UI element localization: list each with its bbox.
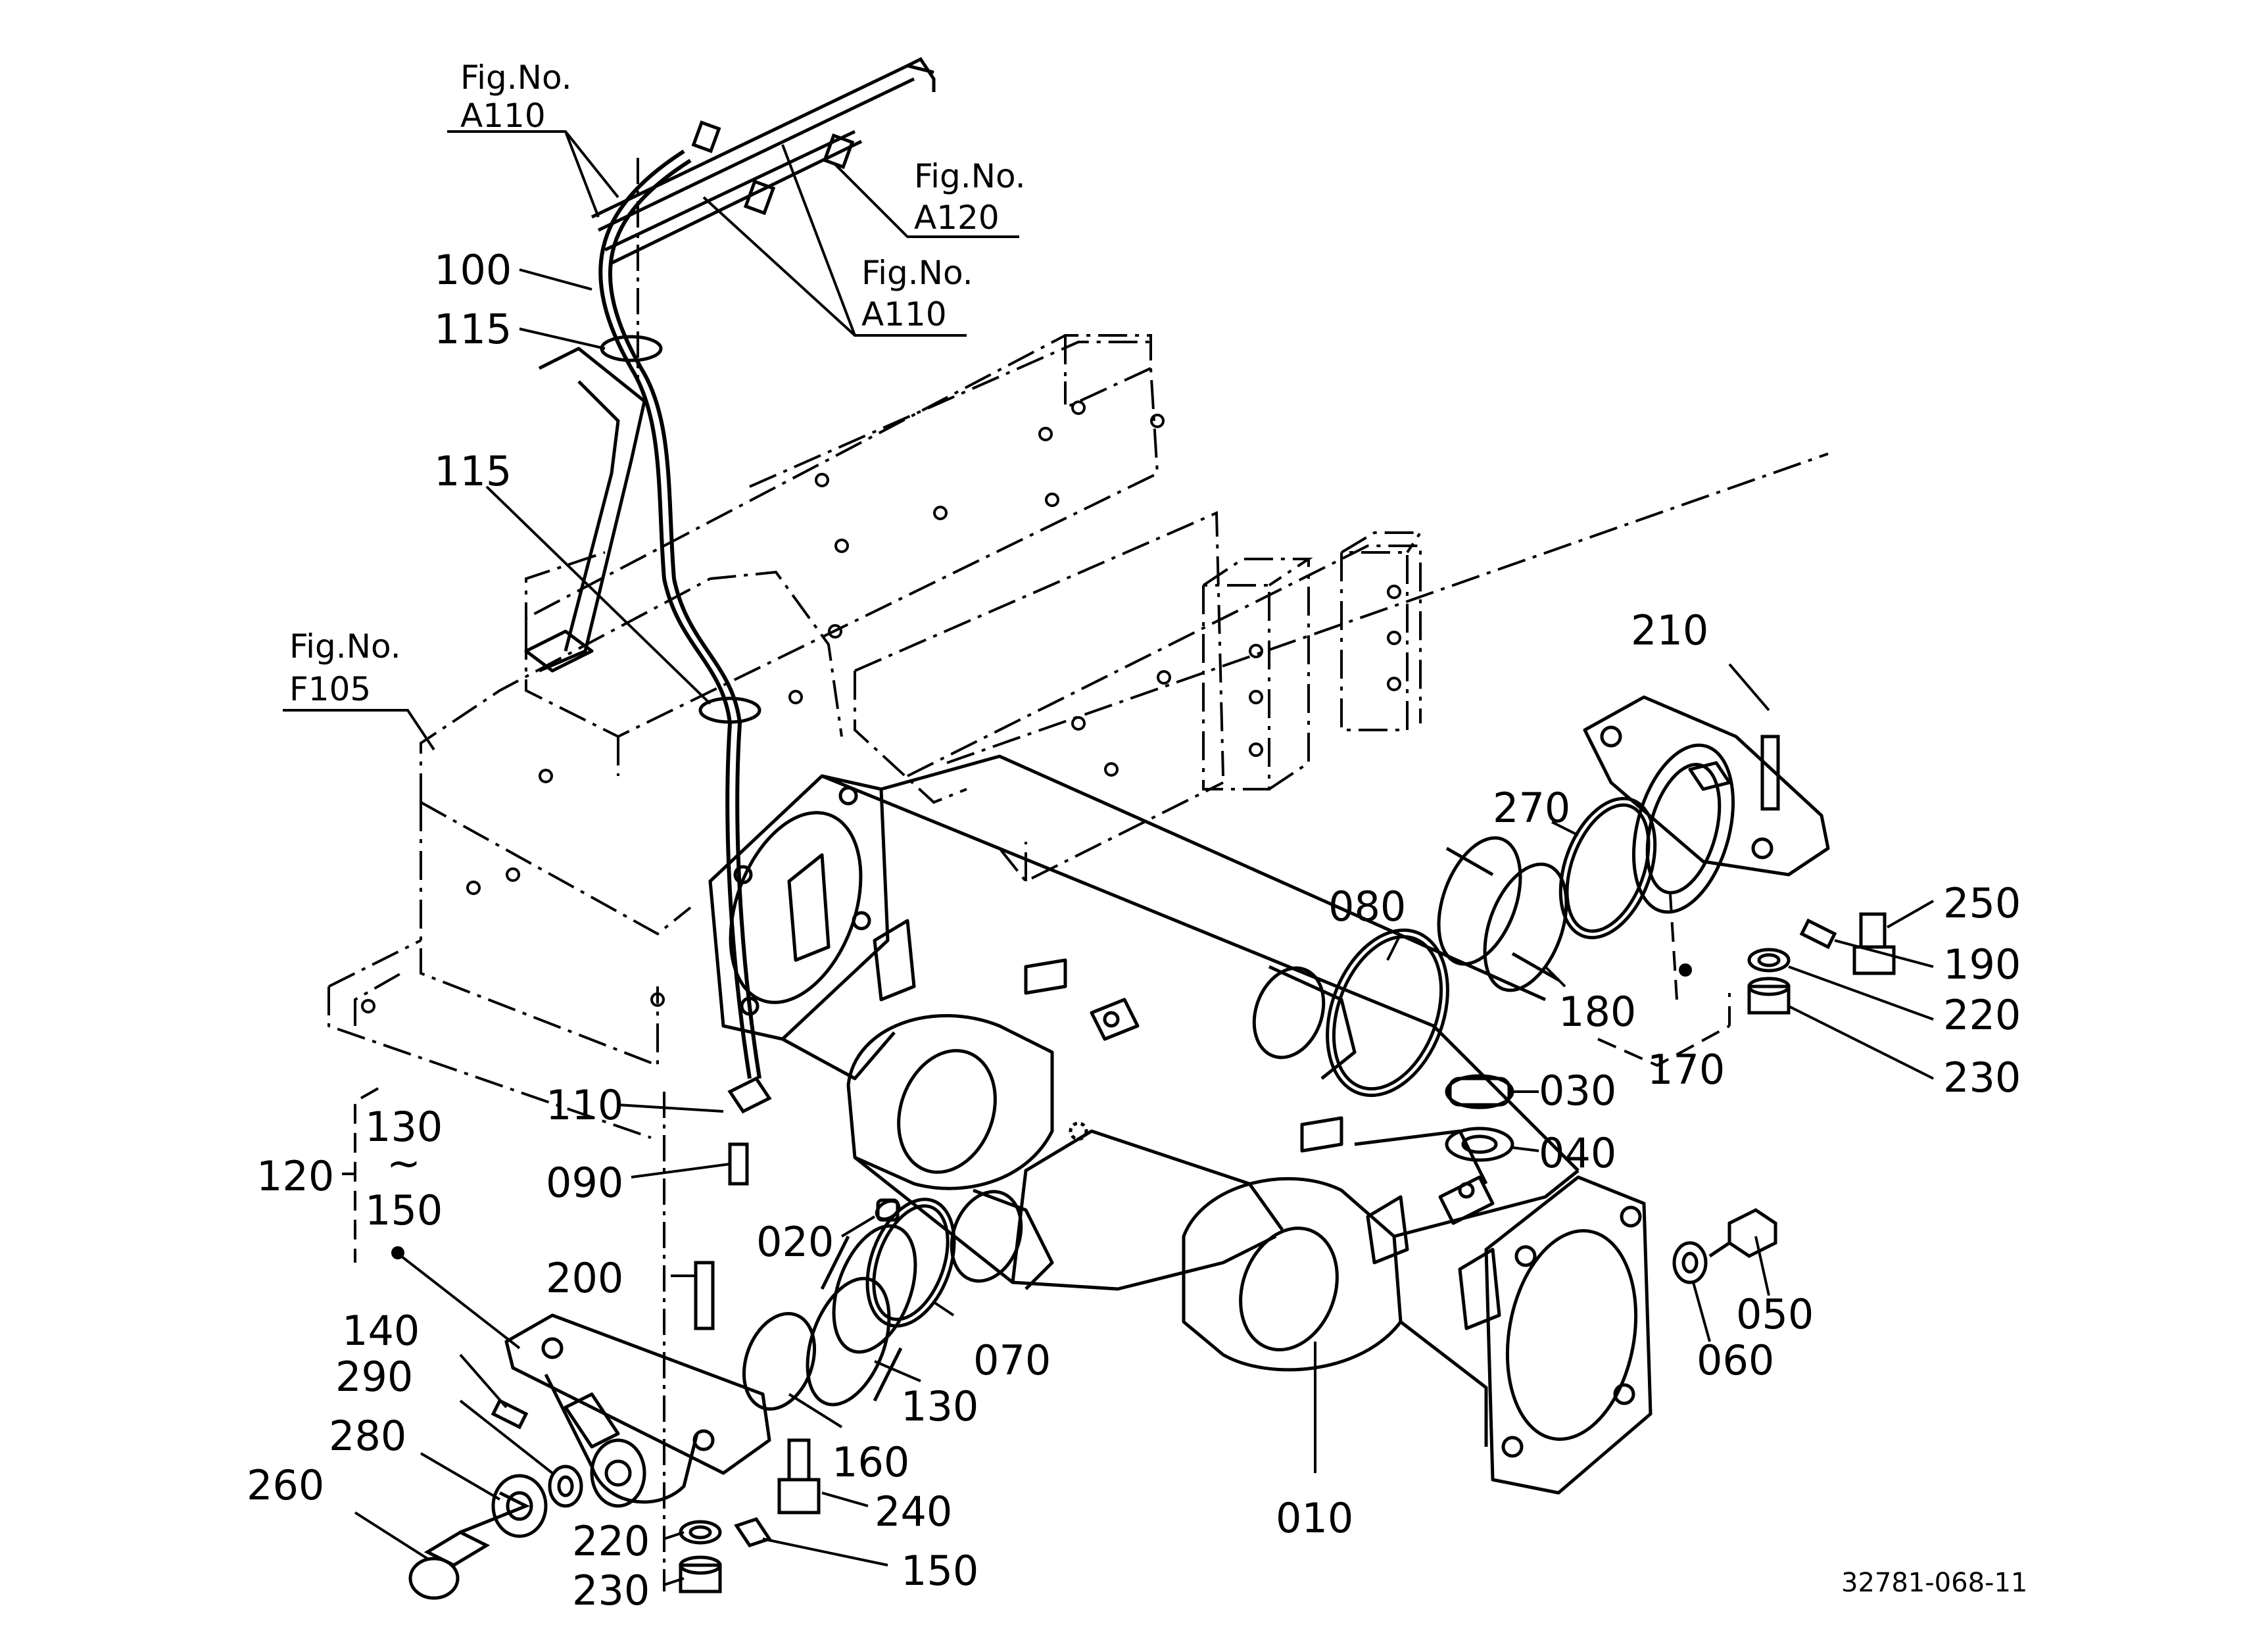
part-label-290: 290: [335, 1353, 413, 1401]
fig-ref-number: A110: [460, 97, 546, 135]
part-label-200: 200: [546, 1254, 623, 1302]
part-label-220: 220: [1943, 991, 2021, 1039]
group-label: 120: [256, 1152, 334, 1200]
part-label-030: 030: [1539, 1067, 1616, 1115]
part-label-080: 080: [1328, 883, 1406, 931]
group-range-start: 130: [365, 1103, 443, 1151]
part-label-070: 070: [973, 1336, 1051, 1384]
part-label-115: 115: [434, 447, 512, 495]
part-label-160: 160: [832, 1438, 909, 1486]
stud-200: [637, 158, 665, 1591]
group-range-end: 150: [365, 1186, 443, 1234]
part-label-180: 180: [1558, 988, 1636, 1036]
fig-ref-label: Fig.No.: [914, 157, 1026, 195]
group-120-bracket: [342, 1087, 521, 1349]
leader-lines: [283, 130, 1934, 1586]
fig-ref-number: A110: [861, 295, 947, 333]
part-label-140: 140: [342, 1307, 420, 1355]
part-label-210: 210: [1631, 606, 1708, 654]
part-label-250: 250: [1943, 879, 2021, 927]
group-120-dot: [391, 1246, 404, 1259]
frame-outline: [327, 334, 1829, 1139]
part-label-280: 280: [329, 1412, 406, 1460]
part-label-220: 220: [572, 1517, 650, 1565]
axle-housing: [708, 754, 1653, 1495]
part-label-170: 170: [1647, 1046, 1725, 1094]
group-170-dot: [1679, 963, 1692, 977]
fig-ref-a110-mid: Fig.No. A110: [861, 254, 973, 333]
bracket-arm: [524, 347, 646, 673]
part-label-150: 150: [901, 1547, 978, 1595]
group-170-bracket: [1597, 894, 1731, 1067]
fig-ref-a120: Fig.No. A120: [914, 157, 1026, 237]
part-label-260: 260: [247, 1461, 324, 1509]
left-knuckle: [504, 1313, 771, 1508]
part-label-050: 050: [1736, 1290, 1814, 1338]
right-knuckle: [1583, 695, 1830, 914]
part-label-230: 230: [572, 1566, 650, 1614]
fig-ref-label: Fig.No.: [289, 627, 401, 666]
small-parts: [408, 335, 1896, 1600]
part-label-230: 230: [1943, 1054, 2021, 1102]
grease-hose-100: [598, 149, 761, 1079]
fig-ref-label: Fig.No.: [460, 59, 572, 97]
part-label-130: 130: [901, 1382, 978, 1430]
part-label-115: 115: [434, 305, 512, 353]
part-label-270: 270: [1493, 784, 1570, 832]
fig-ref-f105: Fig.No. F105: [289, 627, 401, 708]
part-label-020: 020: [756, 1218, 834, 1266]
part-label-010: 010: [1276, 1494, 1353, 1542]
part-label-100: 100: [434, 246, 512, 294]
fig-ref-number: A120: [914, 199, 1000, 237]
drawing-code: 32781-068-11: [1841, 1568, 2027, 1598]
part-label-060: 060: [1697, 1336, 1774, 1384]
group-label-120: 120 130 ~ 150: [256, 1103, 443, 1234]
fig-ref-label: Fig.No.: [861, 254, 973, 292]
top-rail-assembly: [591, 57, 936, 265]
part-label-090: 090: [546, 1159, 623, 1207]
part-label-110: 110: [546, 1081, 623, 1129]
part-label-190: 190: [1943, 940, 2021, 988]
frame-holes: [361, 400, 1401, 1013]
part-label-240: 240: [875, 1488, 952, 1536]
fig-ref-a110-top: Fig.No. A110: [460, 59, 572, 135]
fig-ref-number: F105: [289, 670, 371, 708]
group-range-tilde: ~: [387, 1139, 421, 1187]
part-label-040: 040: [1539, 1129, 1616, 1177]
